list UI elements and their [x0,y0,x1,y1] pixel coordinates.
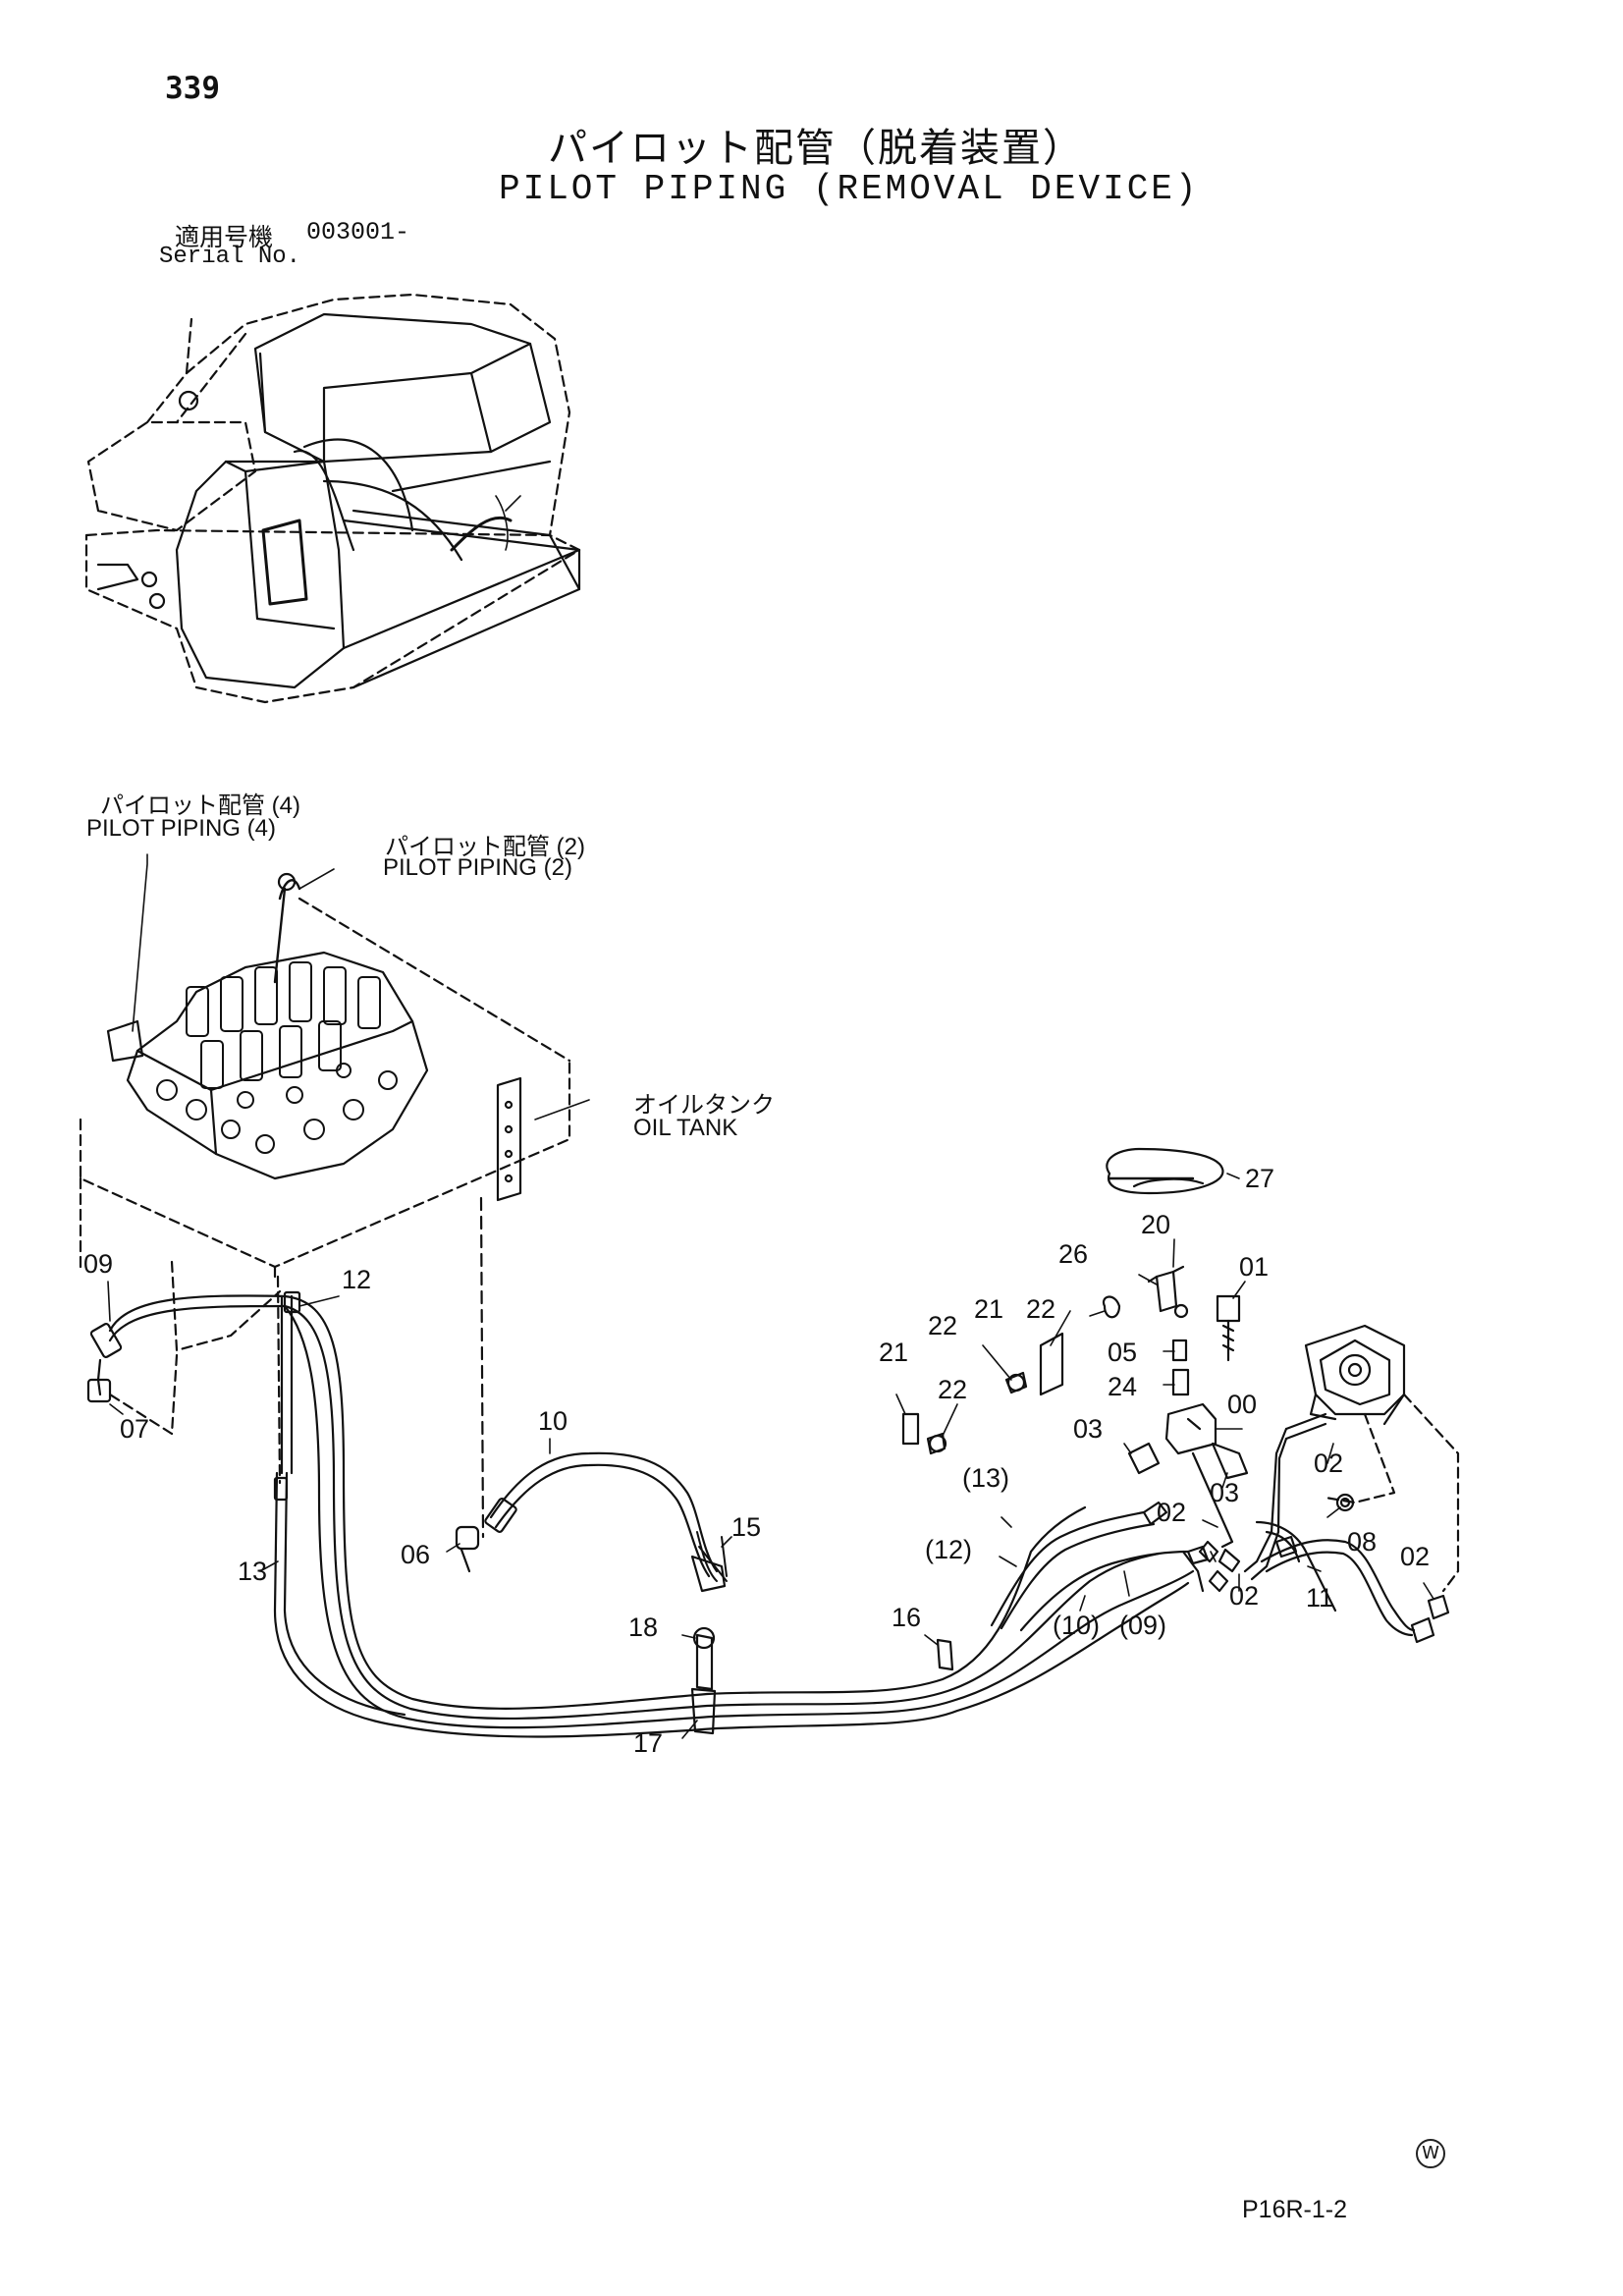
callout-00: 00 [1227,1390,1258,1419]
serial-label-japanese: 適用号機 [175,223,274,251]
callout-24: 24 [1108,1372,1138,1401]
callout-27: 27 [1245,1164,1275,1193]
page-number: 339 [165,71,220,106]
excavator-overview-drawing [84,293,581,704]
label-pilot-piping-2-en: PILOT PIPING (2) [383,854,572,881]
callout-08: 08 [1347,1527,1378,1557]
callout-17: 17 [633,1728,664,1758]
callout-02-d: 02 [1400,1542,1431,1571]
oil-tank-bracket-drawing [479,1076,522,1539]
label-pilot-piping-4-en: PILOT PIPING (4) [86,815,276,842]
callout-20: 20 [1141,1210,1171,1239]
label-oil-tank-en: OIL TANK [633,1115,738,1141]
watermark-symbol: W [1416,2139,1445,2168]
callout-02-b: 02 [1157,1498,1187,1527]
page-title-english: PILOT PIPING (REMOVAL DEVICE) [499,169,1200,209]
callout-12-parenthesized: (12) [925,1535,973,1564]
right-fittings-drawing [901,1147,1249,1593]
callout-leaders [107,1173,1434,1739]
callout-13: 13 [238,1557,268,1586]
callout-02-a: 02 [1314,1449,1344,1478]
label-pilot-piping-2-jp: パイロット配管 (2) [385,834,585,860]
callout-11: 11 [1306,1583,1334,1613]
valve-unit-11-drawing [1243,1324,1460,1644]
callout-26: 26 [1058,1239,1089,1269]
callout-21-a: 21 [974,1294,1004,1324]
callout-09-parenthesized: (09) [1119,1611,1167,1640]
callout-06: 06 [401,1540,431,1569]
callout-16: 16 [892,1603,922,1632]
callout-21-b: 21 [879,1338,909,1367]
callout-02-c: 02 [1229,1581,1260,1611]
hose-09-07-drawing [86,1294,287,1436]
hose-10-06-drawing [455,1451,719,1578]
callout-03-b: 03 [1210,1478,1240,1507]
callout-15: 15 [731,1512,762,1542]
callout-10: 10 [538,1406,568,1436]
callout-09: 09 [83,1249,114,1279]
callout-22-b: 22 [928,1311,958,1340]
callout-05: 05 [1108,1338,1138,1367]
callout-12: 12 [342,1265,372,1294]
callout-07: 07 [120,1414,150,1444]
callout-18: 18 [628,1613,659,1642]
callout-22-a: 22 [1026,1294,1056,1324]
label-pilot-piping-4-jp: パイロット配管 (4) [100,793,300,819]
hose-bundle-drawing [273,1290,1195,1738]
clips-drawing [690,1555,954,1735]
label-oil-tank-jp: オイルタンク [633,1092,775,1119]
serial-label-english: Serial No. [159,244,301,270]
page-code: P16R-1-2 [1242,2196,1347,2223]
page-title-japanese: パイロット配管（脱着装置） [548,126,1084,171]
control-valve-drawing [79,872,571,1279]
callout-10-parenthesized: (10) [1053,1611,1101,1640]
callout-13-parenthesized: (13) [962,1463,1010,1493]
callout-01: 01 [1239,1252,1270,1282]
callout-22-c: 22 [938,1375,968,1404]
callout-03-a: 03 [1073,1414,1104,1444]
serial-number-value: 003001- [306,218,410,246]
